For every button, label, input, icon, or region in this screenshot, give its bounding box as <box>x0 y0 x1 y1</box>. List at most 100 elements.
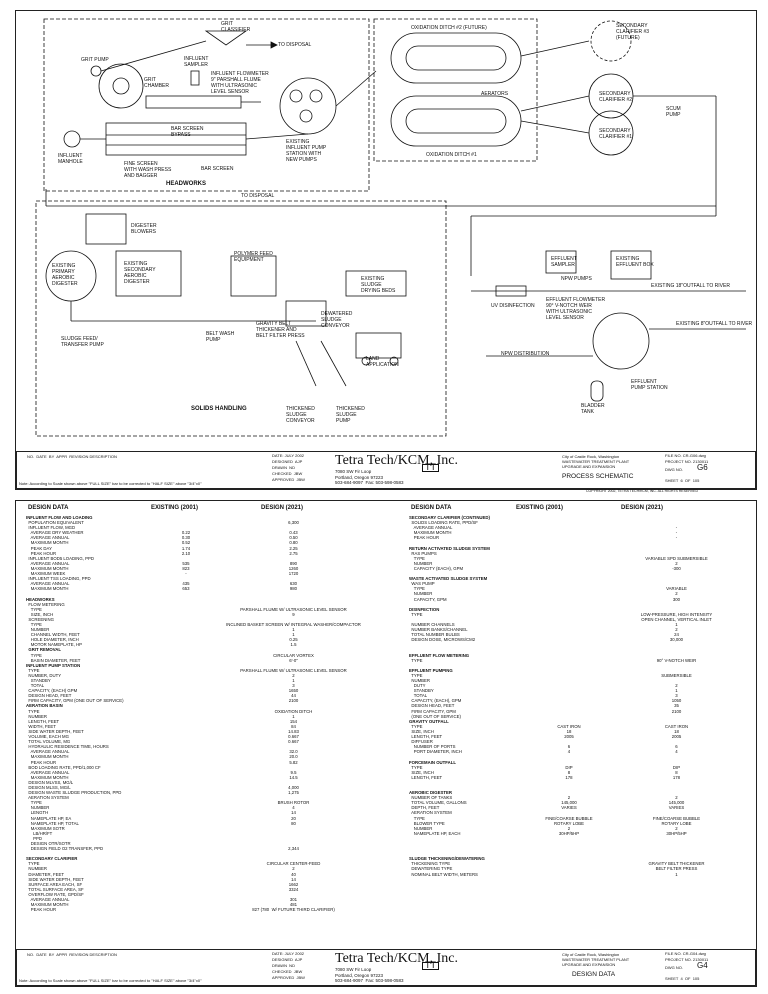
project-line-2-2: UPGRADE AND EXPANSION <box>562 962 616 967</box>
design-value: BELT FILTER PRESS <box>655 866 698 872</box>
effluent-sampler-label: EFFLUENT SAMPLER <box>551 256 577 268</box>
design-value: 80 <box>291 820 296 826</box>
design-value: 14.83 <box>288 728 299 734</box>
design-data-row: WAS PUMP <box>409 581 744 586</box>
row-label: DIFFUSER <box>409 739 433 745</box>
design-value: 90° V-NOTCH WEIR <box>656 657 697 663</box>
row-label: INFLUENT PUMP STATION <box>26 662 81 668</box>
sheet-title: PROCESS SCHEMATIC <box>562 473 634 480</box>
design-value: 0.25 <box>289 637 298 643</box>
row-label: DESIGN HEAD, FEET <box>26 693 72 699</box>
row-label: NAMEPLATE HP, EA <box>26 815 72 821</box>
oxidation-ditch-2-shape <box>390 32 522 84</box>
row-label: AERATION SYSTEM <box>409 810 452 816</box>
design-value: GRAVITY BELT THICKENER <box>648 861 705 867</box>
row-label: DESIGN HEAD, FEET <box>409 703 455 709</box>
design-value: 0.43 <box>289 530 298 536</box>
row-label: SECONDARY CLARIFIER (CONTINUED) <box>409 515 490 520</box>
design-value: 8 <box>675 769 678 775</box>
design-value: 1 <box>292 713 295 719</box>
left-design-heading: DESIGN (2021) <box>261 505 304 511</box>
row-label: HYDRAULIC RESIDENCE TIME, HOURS <box>26 744 109 750</box>
design-value: 6,300 <box>288 520 299 526</box>
company-name-2: Tetra Tech/KCM, Inc. <box>335 951 458 966</box>
influent-flowmeter-label: INFLUENT FLOWMETER 9" PARSHALL FLUME WIT… <box>211 71 269 95</box>
dwg-no-label-2: DWG NO. <box>665 965 683 970</box>
existing-value: 178 <box>565 774 573 780</box>
row-label: BLOWER TYPE <box>409 820 445 826</box>
row-label: LENGTH <box>26 810 49 816</box>
row-label: POPULATION EQUIVALENT <box>26 520 84 526</box>
row-label: WAS PUMP <box>409 581 435 587</box>
row-label: LENGTH, FEET <box>409 734 443 740</box>
row-label: AEROBIC DIGESTER <box>409 790 452 796</box>
design-value: -300 <box>672 565 681 571</box>
design-value: 1 <box>675 621 678 627</box>
design-value: 1260 <box>288 565 299 571</box>
row-label: SIZE, INCH <box>409 728 434 734</box>
design-data-row: RAS PUMPS <box>409 551 744 556</box>
design-value: PARSHALL FLUME W/ ULTRASONIC LEVEL SENSO… <box>240 667 347 673</box>
row-label: AVERAGE ANNUAL <box>409 525 453 531</box>
design-value: VARIABLE <box>666 586 687 592</box>
row-label: SIZE, INCH <box>26 611 54 617</box>
design-value: 827 (780 W/ FUTURE THIRD CLARIFIER) <box>252 907 335 913</box>
row-label: SCREENING <box>26 616 54 622</box>
revision-header: NO. DATE BY APPR REVISION DESCRIPTION <box>27 454 117 459</box>
row-label: FLOW METERING <box>26 601 65 607</box>
row-label: TOTAL <box>26 683 45 689</box>
right-design-heading: DESIGN (2021) <box>621 505 664 511</box>
design-value: 2005 <box>671 734 682 740</box>
design-data-row: PPD <box>26 836 361 841</box>
design-value: 0.667 <box>288 734 299 740</box>
left-design-data-table: INFLUENT FLOW AND LOADING POPULATION EQU… <box>26 515 361 912</box>
existing-value: 535 <box>182 560 190 566</box>
row-label: NUMBER <box>26 866 48 872</box>
row-label: CAPACITY, GPM <box>409 596 447 602</box>
existing-value <box>146 907 226 912</box>
design-value: 20 <box>291 815 296 821</box>
design-value: 0.667 <box>288 739 299 745</box>
effluent-flowmeter-label: EFFLUENT FLOWMETER 90° V-NOTCH WEIR WITH… <box>546 297 606 321</box>
checked-field: CHECKED JBW <box>272 471 303 476</box>
designed-field-2: DESIGNED AJP <box>272 957 303 962</box>
checked-field-2: CHECKED JBW <box>272 969 303 974</box>
design-value: 980 <box>289 586 298 592</box>
row-label: MAXIMUM MONTH <box>26 540 69 546</box>
row-label: MAXIMUM MONTH <box>26 586 69 592</box>
design-data-row: HYDRAULIC RESIDENCE TIME, HOURS <box>26 744 361 749</box>
design-value: 890 <box>289 560 298 566</box>
existing-influent-pump-label: EXISTING INFLUENT PUMP STATION WITH NEW … <box>286 139 327 163</box>
row-label: NUMBER <box>409 591 433 597</box>
row-label: INFLUENT BOD5 LOADING, PPD <box>26 555 94 561</box>
design-value: 2 <box>675 683 678 689</box>
design-data-row: DIFFUSER <box>409 739 744 744</box>
design-value: 2 <box>675 627 678 633</box>
design-value: 2.25 <box>289 545 298 551</box>
design-value: 178 <box>672 774 681 780</box>
row-label: MAXIMUM SOTR <box>26 825 65 831</box>
row-label: TYPE <box>409 672 423 678</box>
design-data-row: INFLUENT FLOW, MGD <box>26 525 361 530</box>
date-field: DATE: JULY 2002 <box>272 453 305 458</box>
design-value: 44 <box>291 693 296 699</box>
project-line-1: WASTEWATER TREATMENT PLANT <box>562 459 630 464</box>
row-label: LB/HR/FT <box>26 830 53 836</box>
